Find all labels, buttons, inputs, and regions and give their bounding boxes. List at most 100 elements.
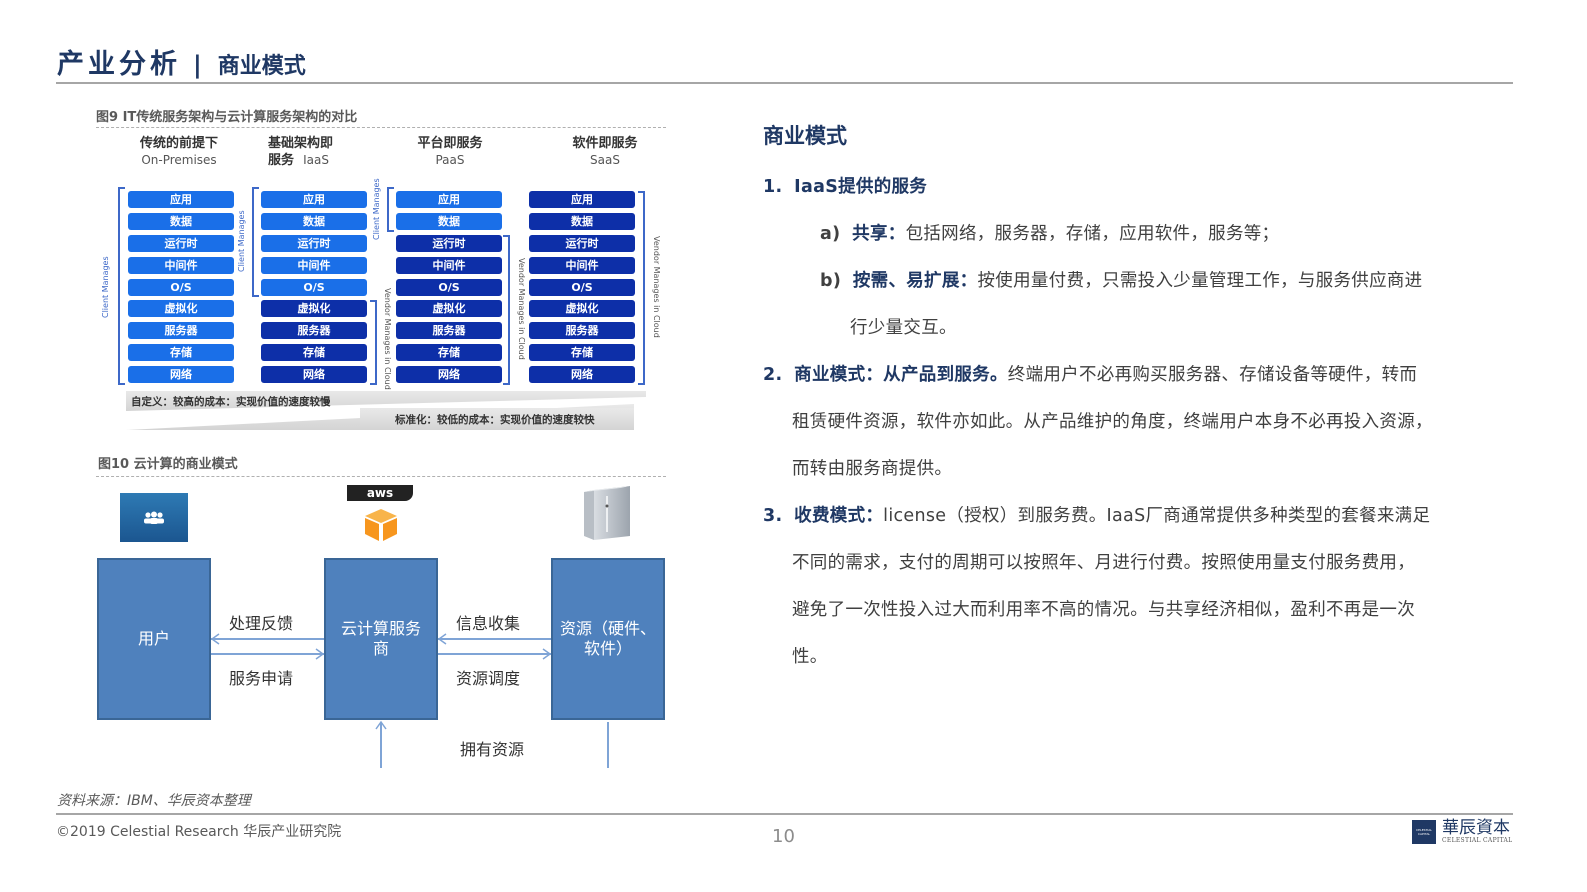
item1-a: a) 共享：包括网络，服务器，存储，应用软件，服务等； [820, 224, 1280, 244]
col-head-iaas: 基础架构即 服务 IaaS [268, 136, 334, 168]
item3-line1: 3. 收费模式：license（授权）到服务费。IaaS厂商通常提供多种类型的套… [763, 506, 1431, 526]
arrowhead-left-icon [210, 633, 220, 645]
layer-servers: 服务器 [396, 322, 502, 340]
layer-os: O/S [529, 278, 635, 296]
footer-divider [56, 813, 1513, 815]
page-number: 10 [772, 826, 795, 847]
client-label-paas: Client Manages [372, 178, 381, 240]
vendor-bracket-saas [638, 191, 645, 385]
layer-storage: 存储 [396, 344, 502, 362]
header-divider [56, 82, 1513, 84]
layer-virtualization: 虚拟化 [128, 300, 234, 318]
logo-mark-icon: CELESTIAL CAPITAL [1412, 819, 1436, 844]
section-title: 产业分析 [57, 49, 181, 80]
page-header: 产业分析 | 商业模式 [57, 42, 306, 82]
client-bracket-paas [387, 187, 394, 232]
layer-runtime: 运行时 [529, 234, 635, 252]
layer-network: 网络 [529, 366, 635, 384]
band-custom-text: 自定义：较高的成本：实现价值的速度较慢 [131, 396, 331, 408]
layer-os: O/S [128, 278, 234, 296]
layer-data: 数据 [128, 212, 234, 230]
layer-storage: 存储 [128, 344, 234, 362]
client-bracket-iaas [252, 187, 259, 297]
label-own: 拥有资源 [460, 740, 525, 759]
layer-virtualization: 虚拟化 [396, 300, 502, 318]
band-standard-text: 标准化：较低的成本：实现价值的速度较快 [395, 414, 595, 426]
label-feedback: 处理反馈 [229, 614, 294, 633]
vendor-bracket-iaas [370, 300, 377, 385]
vendor-bracket-paas [503, 235, 510, 385]
item3-line3: 避免了一次性投入过大而利用率不高的情况。与共享经济相似，盈利不再是一次 [792, 600, 1415, 620]
vendor-label-saas: Vendor Manages in Cloud [652, 236, 661, 338]
layer-os: O/S [396, 278, 502, 296]
arrow-request [211, 653, 324, 655]
layer-data: 数据 [261, 212, 367, 230]
col-head-onprem: 传统的前提下 On-Premises [139, 136, 218, 167]
node-resource: 资源（硬件、 软件） [551, 558, 665, 720]
company-logo: CELESTIAL CAPITAL 華辰資本 CELESTIAL CAPITAL [1412, 819, 1512, 844]
figure10-title: 图10 云计算的商业模式 [98, 457, 238, 472]
layer-storage: 存储 [529, 344, 635, 362]
figure9-dash-divider [96, 127, 666, 128]
logo-cn: 華辰資本 [1442, 818, 1510, 838]
server-icon [584, 486, 630, 540]
stack-saas: 应用 数据 运行时 中间件 O/S 虚拟化 服务器 存储 网络 [529, 191, 635, 388]
col-head-paas: 平台即服务 PaaS [417, 136, 483, 167]
layer-middleware: 中间件 [396, 256, 502, 274]
layer-app: 应用 [529, 191, 635, 208]
arrow-own-right [607, 722, 609, 768]
layer-middleware: 中间件 [261, 256, 367, 274]
users-icon [120, 493, 188, 542]
arrow-own-left [380, 722, 382, 768]
layer-app: 应用 [128, 191, 234, 208]
layer-network: 网络 [261, 366, 367, 384]
item3-line2: 不同的需求，支付的周期可以按照年、月进行付费。按照使用量支付服务费用， [792, 553, 1415, 573]
label-request: 服务申请 [229, 669, 294, 688]
item1-heading: 1. IaaS提供的服务 [763, 177, 928, 197]
content-title: 商业模式 [763, 124, 847, 148]
arrow-feedback [211, 638, 324, 640]
layer-servers: 服务器 [529, 322, 635, 340]
layer-network: 网络 [396, 366, 502, 384]
layer-servers: 服务器 [261, 322, 367, 340]
figure9-title: 图9 IT传统服务架构与云计算服务架构的对比 [96, 110, 358, 125]
item1-b: b) 按需、易扩展：按使用量付费，只需投入少量管理工作，与服务供应商进 [820, 271, 1423, 291]
arrowhead-left-icon [437, 633, 447, 645]
copyright: ©2019 Celestial Research 华辰产业研究院 [56, 824, 342, 840]
arrowhead-up-icon [375, 720, 387, 730]
arrowhead-right-icon [315, 648, 325, 660]
stack-onprem: 应用 数据 运行时 中间件 O/S 虚拟化 服务器 存储 网络 [128, 191, 234, 388]
node-user: 用户 [97, 558, 211, 720]
title-separator: | [193, 51, 202, 79]
section-subtitle: 商业模式 [217, 54, 306, 79]
label-schedule: 资源调度 [456, 669, 521, 688]
figure10-dash-divider [96, 476, 666, 477]
layer-data: 数据 [529, 212, 635, 230]
layer-os: O/S [261, 278, 367, 296]
layer-middleware: 中间件 [529, 256, 635, 274]
arrow-schedule [438, 653, 551, 655]
layer-servers: 服务器 [128, 322, 234, 340]
layer-virtualization: 虚拟化 [529, 300, 635, 318]
item2-line3: 而转由服务商提供。 [792, 459, 953, 479]
arrowhead-right-icon [542, 648, 552, 660]
layer-middleware: 中间件 [128, 256, 234, 274]
client-label-onprem: Client Manages [101, 256, 110, 318]
layer-app: 应用 [396, 191, 502, 208]
layer-network: 网络 [128, 366, 234, 384]
vendor-label-paas: Vendor Manages in Cloud [517, 258, 526, 360]
band-standard-body [360, 408, 634, 430]
aws-logo-icon: aws [347, 485, 413, 545]
col-head-saas: 软件即服务 SaaS [572, 136, 638, 167]
client-bracket-onprem [118, 187, 125, 385]
logo-en: CELESTIAL CAPITAL [1442, 837, 1513, 844]
node-cloud-provider: 云计算服务 商 [324, 558, 438, 720]
layer-virtualization: 虚拟化 [261, 300, 367, 318]
label-collect: 信息收集 [456, 614, 521, 633]
layer-data: 数据 [396, 212, 502, 230]
vendor-label-iaas: Vendor Manages in Cloud [383, 288, 392, 390]
stack-paas: 应用 数据 运行时 中间件 O/S 虚拟化 服务器 存储 网络 [396, 191, 502, 388]
source-note: 资料来源：IBM、华辰资本整理 [57, 793, 251, 809]
item3-line4: 性。 [792, 647, 828, 667]
layer-runtime: 运行时 [128, 234, 234, 252]
